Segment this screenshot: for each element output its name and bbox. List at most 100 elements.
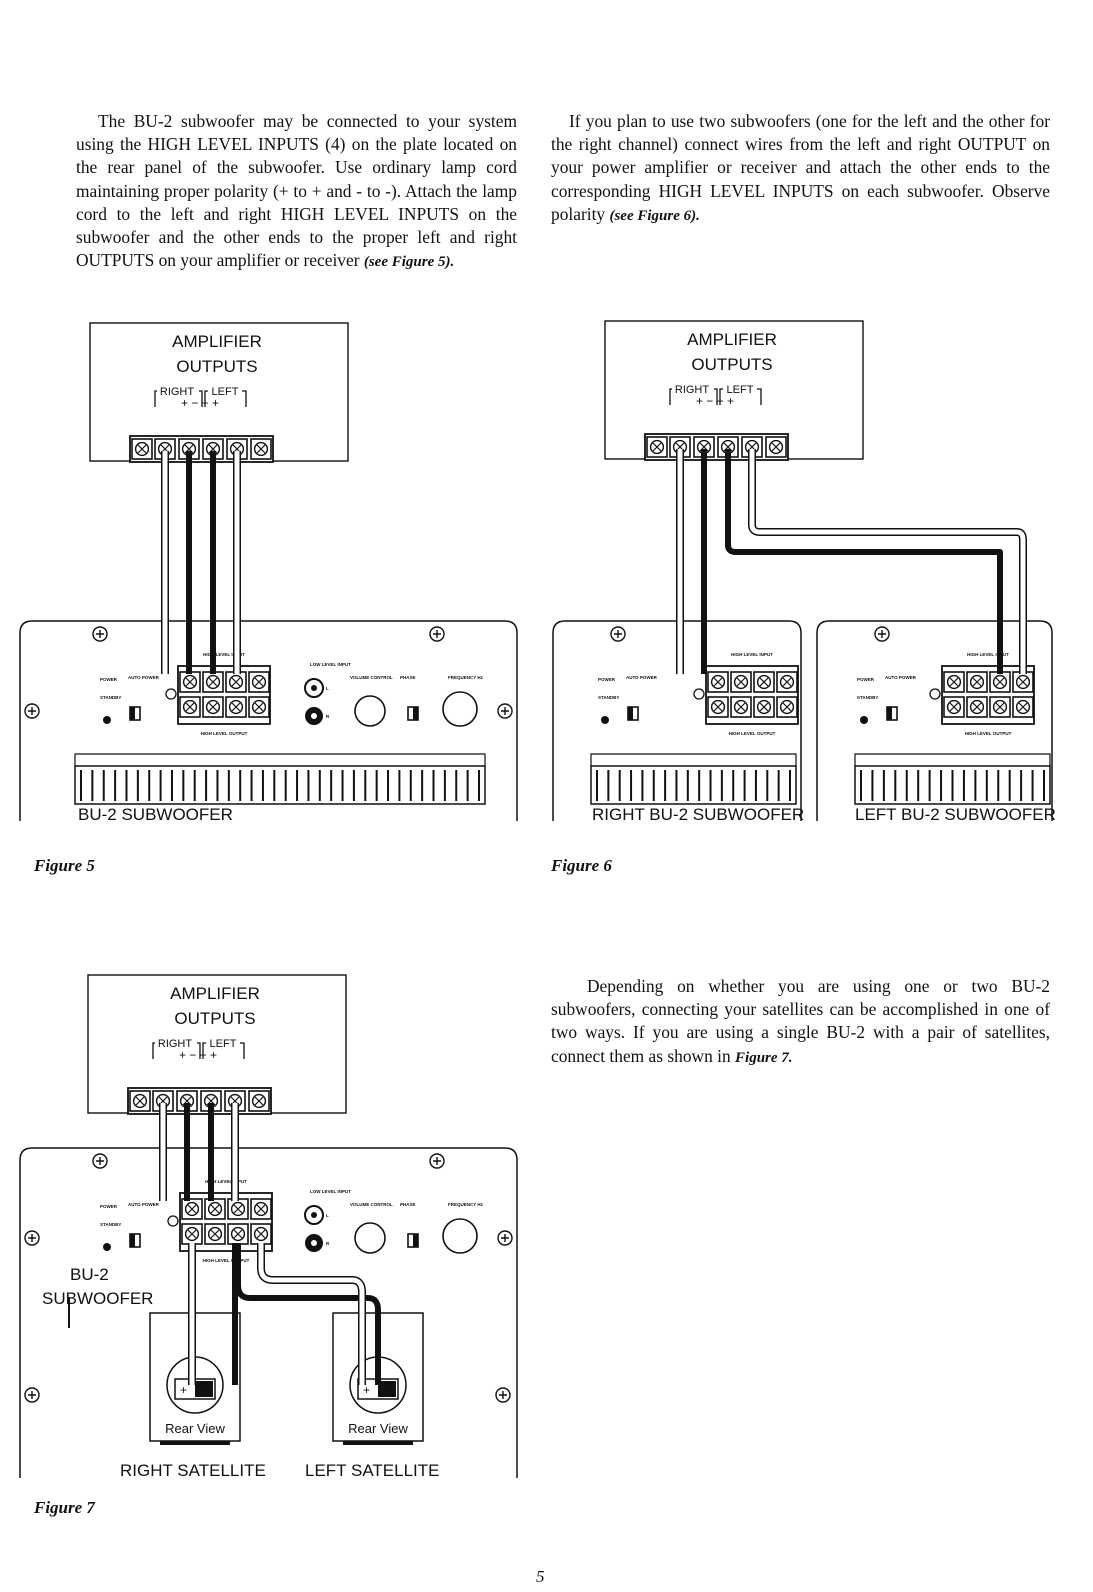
screw-head — [756, 674, 772, 690]
high-level-output-label: HIGH LEVEL OUTPUT — [965, 731, 1012, 736]
screw-head — [969, 674, 985, 690]
screw-slot — [713, 702, 723, 712]
amplifier-title: AMPLIFIER — [170, 984, 260, 1003]
screw-slot — [210, 1229, 220, 1239]
figure-reference: (see Figure 6). — [609, 207, 700, 224]
wire-left-negative — [725, 449, 1004, 674]
ground-screw — [165, 688, 177, 700]
power-label: POWER — [100, 677, 118, 682]
auto-power-label: AUTO POWER — [128, 675, 160, 680]
screw-head — [946, 699, 962, 715]
screw-head — [1015, 674, 1031, 690]
figure-reference: (see Figure 5). — [363, 254, 455, 271]
page-number: 5 — [536, 1567, 545, 1586]
screw-head — [992, 699, 1008, 715]
screw-head — [182, 674, 198, 690]
screw-head — [779, 674, 795, 690]
high-level-output-label: HIGH LEVEL OUTPUT — [201, 731, 248, 736]
mounting-screw-cross — [878, 630, 886, 638]
screw-head — [710, 674, 726, 690]
rca-r-label: R — [326, 1241, 330, 1246]
left-subwoofer-label: LEFT BU-2 SUBWOOFER — [855, 805, 1056, 824]
high-level-input-label: HIGH LEVEL INPUT — [203, 652, 245, 657]
screw-slot — [972, 677, 982, 687]
output-terminal-strip — [644, 433, 789, 461]
screw-slot — [949, 702, 959, 712]
heatsink-fins — [80, 770, 480, 801]
rca-pin — [311, 713, 317, 719]
satellite-base — [343, 1441, 413, 1445]
mounting-screw-cross — [614, 630, 622, 638]
switch-lever — [130, 1234, 135, 1247]
subwoofer-label-line2: SUBWOOFER — [42, 1289, 153, 1308]
right-channel-label: RIGHT — [158, 1038, 193, 1050]
screw-slot — [736, 677, 746, 687]
screw-head — [756, 699, 772, 715]
screw-head — [253, 1201, 269, 1217]
mounting-screw-cross — [28, 1391, 36, 1399]
screw-head — [946, 674, 962, 690]
right-rear-view-label: Rear View — [165, 1421, 225, 1436]
screw-slot — [1018, 702, 1028, 712]
paragraph-text: Depending on whether you are using one o… — [551, 976, 1050, 1066]
high-level-input-label: HIGH LEVEL INPUT — [967, 652, 1009, 657]
negative-terminal — [378, 1381, 396, 1397]
rca-pin — [311, 1212, 317, 1218]
screw-slot — [137, 444, 147, 454]
screw-slot — [949, 677, 959, 687]
volume-knob — [354, 1222, 386, 1254]
screw-head — [251, 674, 267, 690]
figure-5-caption: Figure 5 — [34, 856, 95, 875]
channel-bracket — [669, 388, 762, 405]
mounting-screw-cross — [499, 1391, 507, 1399]
screw-slot — [782, 702, 792, 712]
low-level-input-label: LOW LEVEL INPUT — [310, 662, 351, 667]
heatsink-mask — [72, 1280, 502, 1330]
screw-slot — [208, 677, 218, 687]
left-channel-label: LEFT — [210, 1038, 237, 1050]
rca-pin — [311, 685, 317, 691]
mounting-screw-cross — [501, 707, 509, 715]
screw-head — [251, 699, 267, 715]
heatsink-fins — [596, 770, 791, 801]
screw-head — [768, 439, 784, 455]
high-level-input-label: HIGH LEVEL INPUT — [731, 652, 773, 657]
screw-head — [253, 1226, 269, 1242]
positive-terminal-mark: + — [180, 1383, 187, 1397]
heatsink-lip — [590, 753, 797, 766]
standby-label: STANDBY — [100, 1222, 121, 1227]
figure-reference: Figure 7. — [735, 1049, 793, 1066]
screw-slot — [771, 442, 781, 452]
switch-lever — [413, 1234, 418, 1247]
power-led — [601, 716, 609, 724]
screw-slot — [759, 702, 769, 712]
right-channel-label: RIGHT — [160, 386, 195, 398]
right-satellite-label: RIGHT SATELLITE — [120, 1461, 266, 1480]
screw-slot — [185, 702, 195, 712]
polarity-marks: + − − + — [696, 394, 734, 408]
heatsink-fins — [860, 770, 1045, 801]
screw-head — [207, 1226, 223, 1242]
paragraph-two-subwoofers: If you plan to use two subwoofers (one f… — [551, 110, 1050, 228]
power-label: POWER — [598, 677, 616, 682]
figure-6-caption: Figure 6 — [551, 856, 612, 875]
subwoofer-panel-outline — [816, 620, 1053, 821]
screw-head — [992, 674, 1008, 690]
output-terminal-strip — [129, 435, 274, 463]
screw-head — [733, 674, 749, 690]
volume-knob — [354, 695, 386, 727]
screw-head — [253, 441, 269, 457]
screw-slot — [254, 677, 264, 687]
channel-bracket — [152, 1042, 245, 1059]
screw-head — [649, 439, 665, 455]
high-level-input-label: HIGH LEVEL INPUT — [205, 1179, 247, 1184]
right-channel-label: RIGHT — [675, 384, 710, 396]
ground-screw — [167, 1215, 179, 1227]
screw-slot — [231, 677, 241, 687]
screw-head — [230, 1201, 246, 1217]
screw-slot — [187, 1229, 197, 1239]
screw-slot — [713, 677, 723, 687]
high-level-output-label: HIGH LEVEL OUTPUT — [729, 731, 776, 736]
